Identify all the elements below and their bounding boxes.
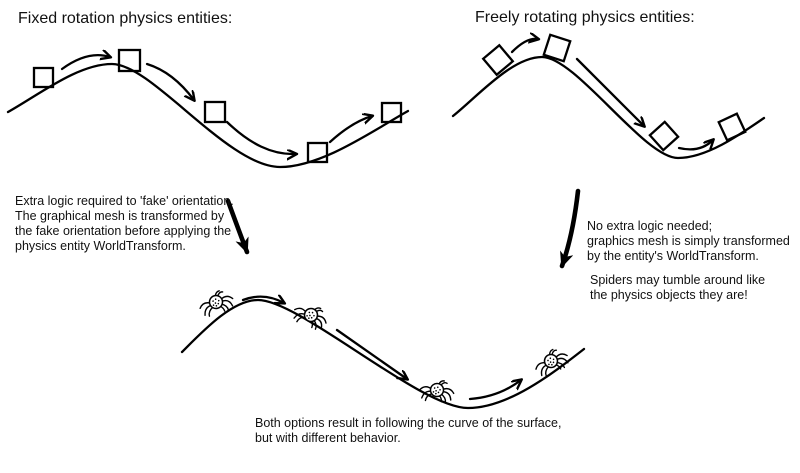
box-entity-rotated <box>542 33 572 63</box>
box-entity-rotated <box>648 120 680 152</box>
motion-arrow <box>510 39 538 54</box>
surface-curve <box>180 298 586 410</box>
motion-arrow <box>677 140 713 149</box>
right-panel-note-spiders: Spiders may tumble around like the physi… <box>590 273 766 302</box>
right-panel-title: Freely rotating physics entities: <box>475 9 695 26</box>
bottom-caption: Both options result in following the cur… <box>255 416 562 445</box>
box-entity <box>32 66 55 89</box>
spider-result-diagram <box>180 297 586 410</box>
pointer-arrow-left <box>225 198 250 255</box>
box-entity <box>306 141 329 164</box>
motion-arrow <box>468 380 521 401</box>
right-panel-note: No extra logic needed; graphics mesh is … <box>587 219 790 263</box>
spider-icon <box>289 298 332 334</box>
motion-arrow <box>575 57 644 126</box>
spider-icon <box>196 287 237 319</box>
motion-arrow <box>225 120 296 154</box>
motion-arrow <box>60 55 110 71</box>
box-entity <box>203 100 227 124</box>
pointer-arrow-right <box>559 188 581 269</box>
box-entity-rotated <box>481 43 515 77</box>
motion-arrow <box>241 297 284 303</box>
box-entity-rotated <box>717 112 747 142</box>
motion-arrow <box>328 116 372 144</box>
left-panel-title: Fixed rotation physics entities: <box>18 10 233 27</box>
fixed-rotation-diagram <box>6 48 410 169</box>
surface-curve <box>6 62 410 169</box>
left-panel-note: Extra logic required to 'fake' orientati… <box>15 194 234 253</box>
box-entity <box>380 101 403 124</box>
motion-arrow <box>145 62 194 100</box>
freely-rotating-diagram <box>451 33 766 160</box>
motion-arrow <box>335 328 407 379</box>
box-entity <box>117 48 142 73</box>
